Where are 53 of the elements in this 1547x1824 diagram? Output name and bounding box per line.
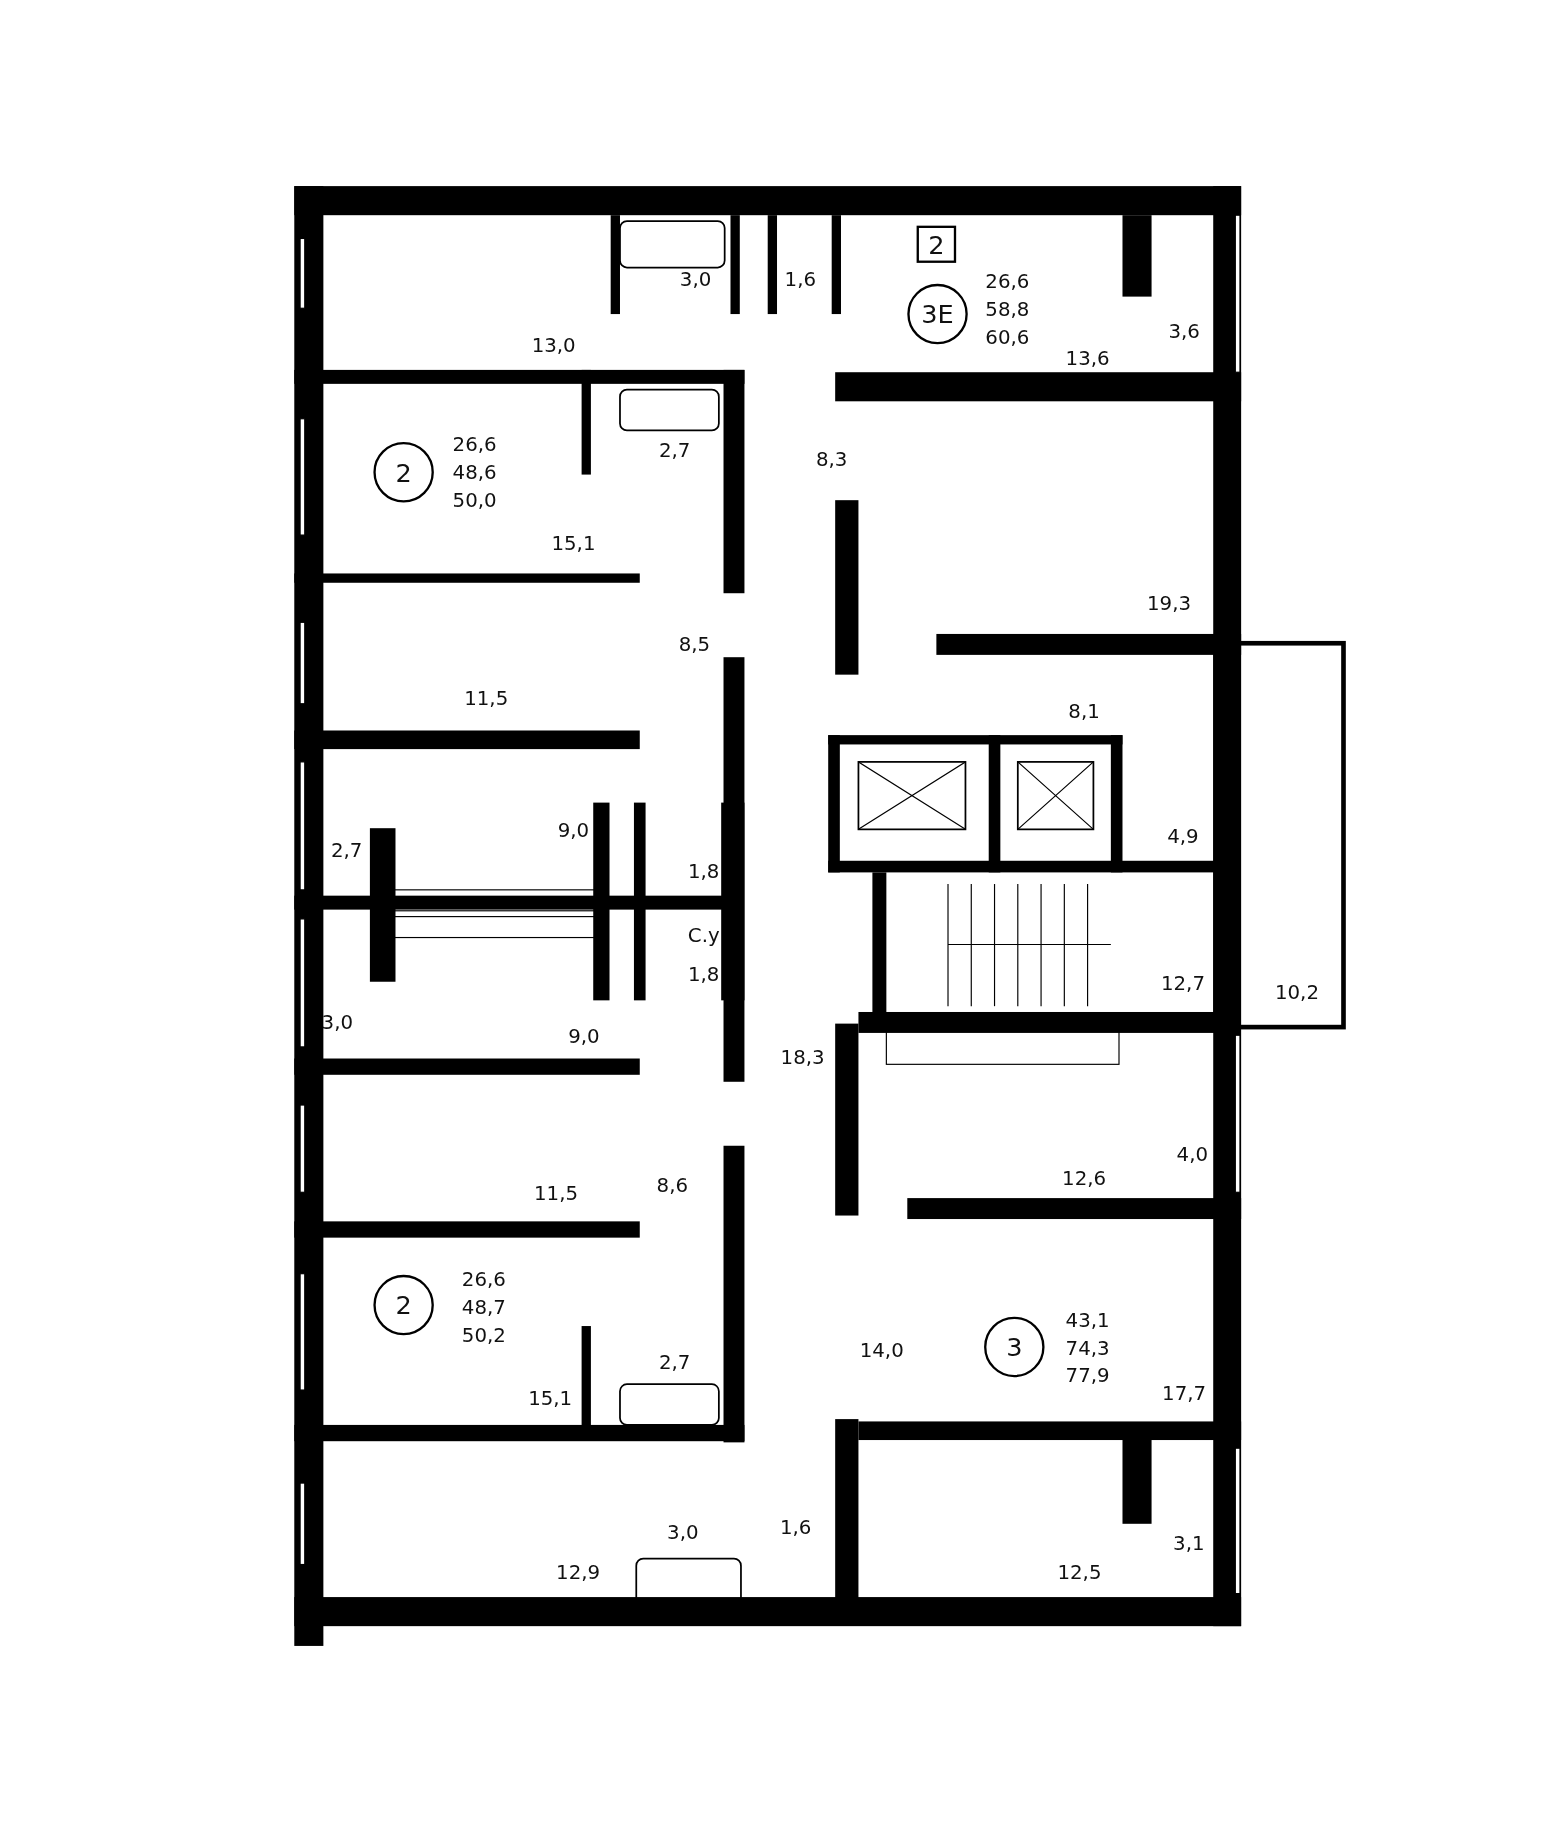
area-value: 26,6 [461, 1269, 506, 1290]
room-area-label: 11,5 [534, 1183, 579, 1204]
room-area-label: 3,0 [321, 1012, 354, 1033]
room-area-label: 13,6 [1065, 348, 1110, 369]
room-area-label: 2,7 [330, 840, 363, 861]
room-area-label: 8,3 [815, 449, 848, 470]
area-value: 58,8 [985, 299, 1030, 320]
area-value: 50,2 [461, 1325, 506, 1346]
area-value: 48,7 [461, 1297, 506, 1318]
room-area-label: 17,7 [1162, 1383, 1207, 1404]
room-area-label: 8,1 [1068, 702, 1100, 722]
unit-number-box: 2 [916, 225, 957, 263]
apartment-marker: 2 [373, 442, 434, 503]
room-area-label: С.у [687, 925, 720, 946]
room-area-label: 13,0 [531, 335, 576, 356]
room-area-label: 14,0 [859, 1340, 904, 1361]
room-area-label: 4,9 [1167, 826, 1199, 847]
room-area-label: 1,8 [688, 861, 720, 882]
room-area-label: 2,7 [658, 1352, 691, 1372]
area-value: 60,6 [985, 327, 1030, 348]
room-area-label: 15,1 [528, 1388, 573, 1409]
room-area-label: 11,5 [464, 689, 509, 709]
room-area-label: 19,3 [1147, 593, 1192, 614]
room-area-label: 3,0 [679, 269, 712, 290]
area-value: 77,9 [1065, 1366, 1110, 1386]
area-value: 48,6 [452, 462, 497, 483]
area-value: 26,6 [985, 271, 1030, 292]
room-area-label: 2,7 [658, 440, 691, 461]
area-value: 43,1 [1065, 1310, 1110, 1331]
room-area-label: 8,6 [656, 1175, 689, 1196]
room-area-label: 4,0 [1176, 1145, 1208, 1165]
room-area-label: 12,6 [1062, 1168, 1107, 1189]
apartment-marker: 3 [984, 1316, 1045, 1378]
room-area-label: 1,8 [688, 964, 720, 985]
room-area-label: 3,6 [1168, 321, 1200, 342]
room-area-label: 1,6 [784, 269, 816, 290]
room-area-label: 9,0 [557, 820, 590, 841]
room-area-label: 3,0 [667, 1523, 699, 1543]
room-area-label: 3,1 [1173, 1533, 1205, 1554]
room-area-label: 9,0 [568, 1026, 600, 1047]
room-area-label: 10,2 [1274, 982, 1319, 1003]
room-area-label: 12,5 [1057, 1562, 1102, 1583]
room-area-label: 18,3 [780, 1047, 825, 1068]
apartment-marker: 2 [373, 1274, 434, 1336]
room-area-label: 12,9 [556, 1562, 601, 1583]
apartment-marker: 3Е [907, 283, 968, 345]
area-value: 74,3 [1065, 1338, 1110, 1359]
room-area-label: 1,6 [779, 1517, 812, 1538]
room-area-label: 8,5 [678, 634, 711, 655]
room-area-label: 15,1 [551, 533, 596, 554]
area-value: 50,0 [452, 490, 497, 511]
area-value: 26,6 [452, 434, 497, 455]
room-area-label: 12,7 [1160, 974, 1205, 994]
